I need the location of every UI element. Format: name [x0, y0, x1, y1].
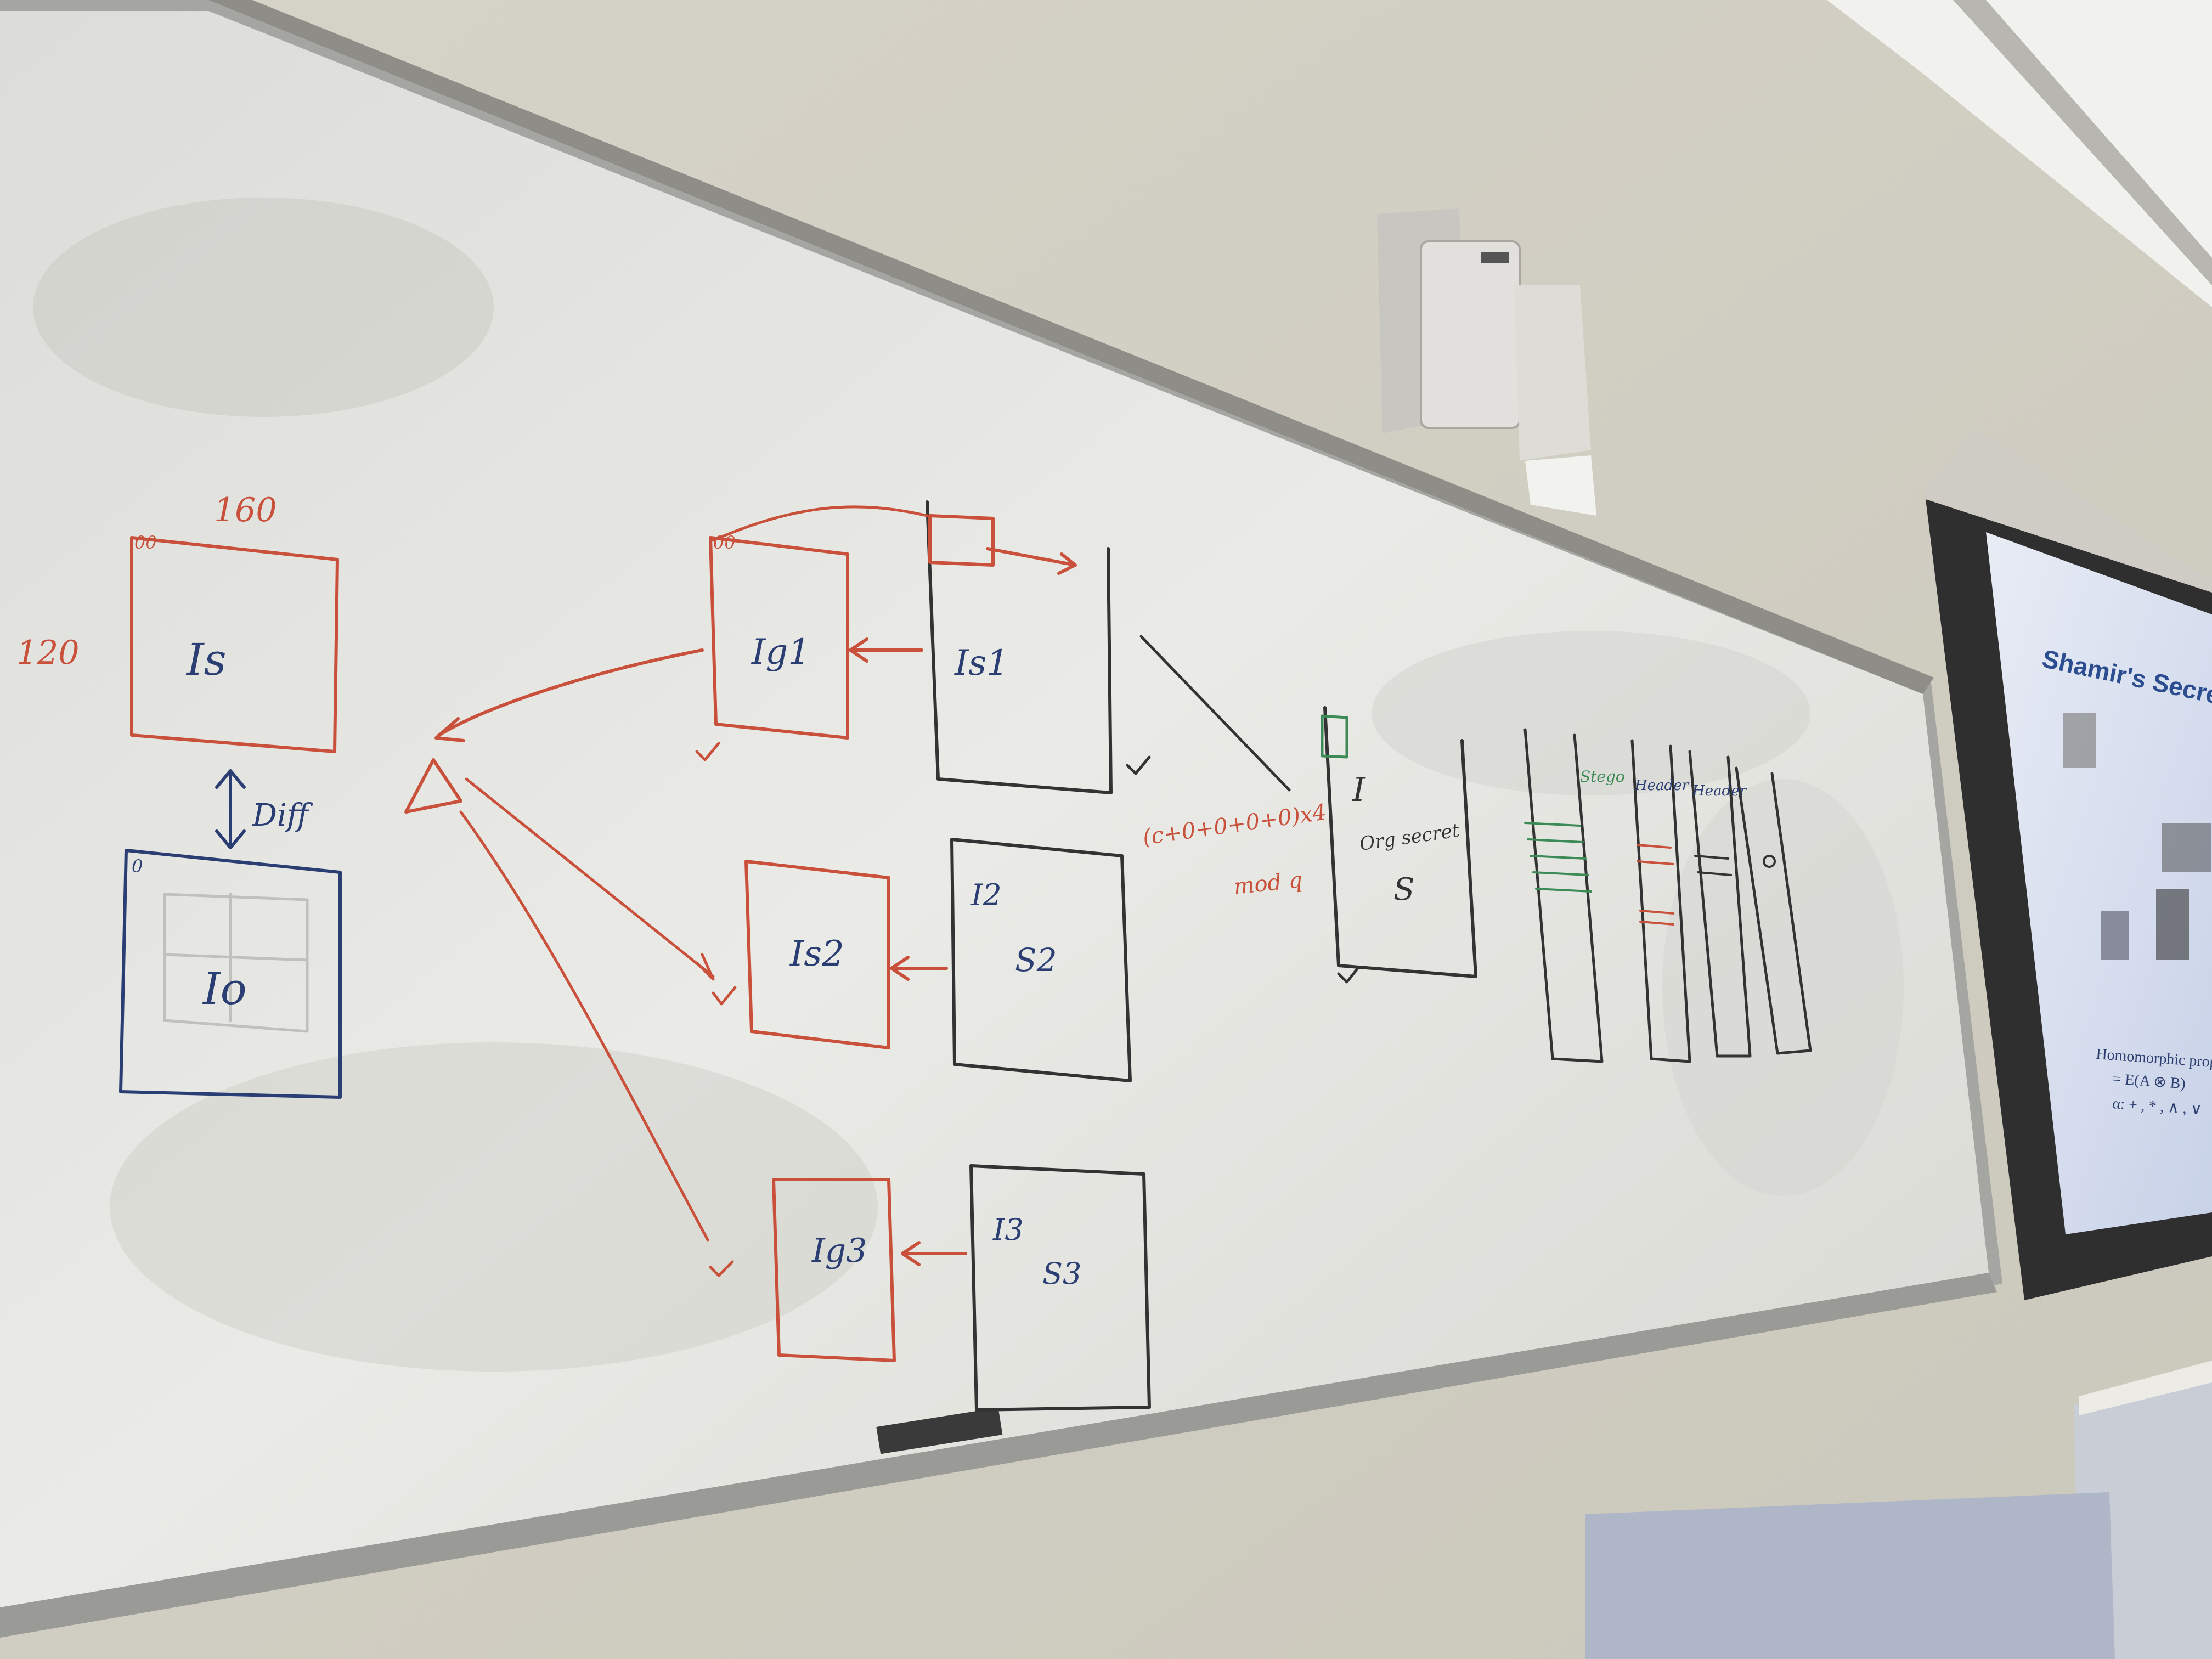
delta-triangle [404, 758, 462, 814]
is1-box [926, 500, 1113, 794]
diff-arrow [215, 769, 246, 849]
org-secret-box [1323, 706, 1477, 978]
column-stego [1523, 728, 1604, 1063]
slide-image [2156, 889, 2189, 960]
screen-surface [1986, 532, 2212, 1234]
whiteboard [0, 0, 2002, 1638]
slide-image [2063, 713, 2096, 768]
label-i2: I2 [970, 878, 1002, 912]
arrow-ig1-to-delta [435, 648, 704, 742]
i2-box [950, 838, 1132, 1082]
label-120: 120 [16, 634, 80, 672]
is1-header-box [928, 514, 995, 567]
eraser [876, 1407, 1003, 1454]
lectern [1585, 1361, 2212, 1659]
ig1-box [709, 536, 849, 740]
slide-image [2162, 823, 2211, 872]
label-is1: Is1 [954, 643, 1009, 684]
label-delta: Δ [394, 822, 396, 823]
is-box [130, 536, 339, 753]
column-header-2-lines [1694, 855, 1732, 876]
board-text: 160 120 00 Is Diff 0 Io 00 Ig1 Is1 Is2 I… [16, 491, 1747, 1291]
label-i-big: I [1352, 771, 1366, 809]
is2-box [744, 860, 890, 1049]
arrow-is1-to-ig1 [849, 637, 923, 663]
smudge [33, 198, 494, 417]
arrow-s2-to-is2 [890, 956, 948, 981]
board-drawings [119, 500, 1812, 1412]
ig3-box [772, 1178, 896, 1362]
label-00-is: 00 [134, 532, 157, 553]
column-4 [1735, 766, 1812, 1055]
projector-screen: Shamir's Secret Sharing Homomorphic prop… [1923, 428, 2212, 1300]
column-stego-lines [1524, 822, 1592, 893]
i3-box [969, 1164, 1151, 1412]
label-0-io: 0 [132, 856, 143, 877]
smudge [1662, 779, 1904, 1196]
label-s2: S2 [1015, 941, 1057, 979]
label-i3: I3 [992, 1212, 1024, 1247]
org-header-box [1321, 714, 1348, 759]
label-ig3: Ig3 [811, 1232, 867, 1270]
io-inner-grid [163, 893, 309, 1033]
label-col-header-1: Header [1634, 777, 1690, 794]
screen-casing [1923, 428, 2212, 609]
label-s3: S3 [1042, 1256, 1081, 1291]
check-mark [1126, 755, 1151, 775]
check-mark [709, 1260, 734, 1277]
is1-top-arrow [986, 547, 1077, 575]
ceiling-light [1827, 0, 2212, 307]
smudge [1372, 631, 1810, 795]
label-is2: Is2 [789, 934, 844, 974]
desk-panel [1585, 1492, 2115, 1659]
map-rail [208, 0, 1934, 694]
column-header-2 [1688, 750, 1752, 1058]
smudge [110, 1042, 878, 1372]
check-mark [712, 986, 737, 1006]
curve-ig1-top [712, 505, 929, 542]
wall-speaker [1377, 208, 1596, 516]
label-is: Is [185, 634, 227, 685]
label-160: 160 [214, 491, 277, 529]
line-delta-to-ig3 [459, 810, 709, 1242]
label-col-header-2: Header [1692, 783, 1747, 799]
ceiling-light-frame [1953, 0, 2212, 285]
column-header-1-lines [1637, 844, 1674, 926]
line-delta-to-is2 [465, 777, 715, 981]
check-mark [1337, 967, 1359, 984]
column-4-dot [1763, 855, 1776, 868]
marker-tray [0, 1273, 1997, 1638]
label-diff: Diff [252, 798, 313, 833]
label-col-stego: Stego [1580, 768, 1625, 786]
slide-image [2101, 911, 2129, 960]
check-mark [695, 742, 720, 761]
label-ig1: Ig1 [751, 632, 810, 673]
line-is1-to-formula [1139, 635, 1291, 792]
io-box [119, 849, 342, 1099]
label-io: Io [202, 963, 247, 1014]
label-s-big: S [1393, 872, 1414, 907]
column-header-1 [1630, 739, 1691, 1063]
label-00-ig1: 00 [713, 532, 736, 553]
arrow-s3-to-ig3 [901, 1241, 967, 1266]
